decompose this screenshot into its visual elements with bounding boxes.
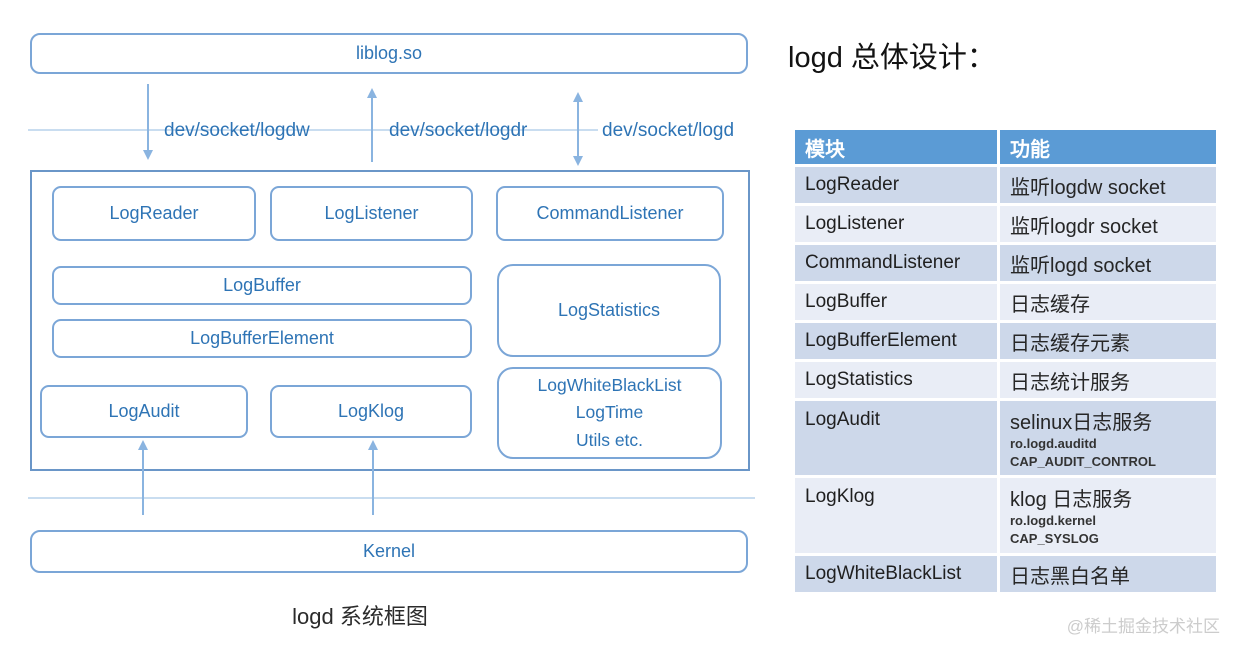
- box-logreader: LogReader: [52, 186, 256, 241]
- socket-label-logdw: dev/socket/logdw: [164, 120, 310, 141]
- arrow-logdr-head-up-icon: [367, 88, 377, 98]
- box-kernel-label: Kernel: [362, 541, 416, 561]
- table-header-row: 模块 功能: [795, 130, 1216, 164]
- arrow-logdr-line: [371, 97, 373, 162]
- diagram-caption: logd 系统框图: [292, 604, 428, 629]
- box-logreader-label: LogReader: [109, 203, 199, 223]
- box-logbuffer: LogBuffer: [52, 266, 472, 305]
- arrow-logdw-line: [147, 84, 149, 150]
- box-logaudit-label: LogAudit: [108, 401, 180, 421]
- box-liblog: liblog.so: [30, 33, 748, 74]
- box-logbuffer-label: LogBuffer: [223, 275, 301, 295]
- box-commandlistener: CommandListener: [496, 186, 724, 241]
- table-row: LogReader 监听logdw socket: [795, 167, 1216, 203]
- box-liblog-label: liblog.so: [355, 43, 423, 63]
- table-row: LogAudit selinux日志服务 ro.logd.auditd CAP_…: [795, 401, 1216, 475]
- box-commandlistener-label: CommandListener: [536, 203, 684, 223]
- box-logklog-label: LogKlog: [337, 401, 405, 421]
- rule-bottom: [28, 497, 755, 499]
- box-logbufferelement-label: LogBufferElement: [190, 328, 334, 348]
- box-logstatistics: LogStatistics: [497, 264, 721, 357]
- page-title: logd 总体设计：: [788, 42, 996, 74]
- table-row: LogListener 监听logdr socket: [795, 206, 1216, 242]
- arrow-kernel-audit-line: [142, 449, 144, 515]
- arrow-logdw-head-down-icon: [143, 150, 153, 160]
- logd-container-box: [30, 170, 750, 471]
- box-kernel: Kernel: [30, 530, 748, 573]
- arrow-logd-line: [577, 101, 579, 157]
- table-header-function: 功能: [1010, 138, 1050, 161]
- watermark: @稀土掘金技术社区: [1066, 617, 1220, 636]
- table-row: LogBufferElement 日志缓存元素: [795, 323, 1216, 359]
- arrow-logd-head-up-icon: [573, 92, 583, 102]
- socket-label-logdr: dev/socket/logdr: [389, 120, 528, 141]
- arrow-kernel-klog-head-icon: [368, 440, 378, 450]
- module-table: 模块 功能 LogReader 监听logdw socket LogListen…: [795, 130, 1216, 595]
- box-misc-line1: LogWhiteBlackList: [537, 375, 682, 396]
- box-misc-line2: LogTime: [575, 402, 644, 423]
- table-row: CommandListener 监听logd socket: [795, 245, 1216, 281]
- socket-label-logd: dev/socket/logd: [602, 120, 735, 141]
- table-row: LogWhiteBlackList 日志黑白名单: [795, 556, 1216, 592]
- table-header-module: 模块: [795, 130, 1000, 164]
- box-loglistener: LogListener: [270, 186, 473, 241]
- box-logbufferelement: LogBufferElement: [52, 319, 472, 358]
- rule-top: [28, 129, 598, 131]
- arrow-kernel-audit-head-icon: [138, 440, 148, 450]
- arrow-kernel-klog-line: [372, 449, 374, 515]
- arrow-logd-head-down-icon: [573, 156, 583, 166]
- box-logaudit: LogAudit: [40, 385, 248, 438]
- box-loglistener-label: LogListener: [324, 203, 419, 223]
- table-row: LogStatistics 日志统计服务: [795, 362, 1216, 398]
- box-misc-utils: LogWhiteBlackList LogTime Utils etc.: [497, 367, 722, 459]
- table-row: LogKlog klog 日志服务 ro.logd.kernel CAP_SYS…: [795, 478, 1216, 553]
- table-row: LogBuffer 日志缓存: [795, 284, 1216, 320]
- box-misc-line3: Utils etc.: [575, 429, 644, 450]
- box-logklog: LogKlog: [270, 385, 472, 438]
- box-logstatistics-label: LogStatistics: [557, 300, 661, 320]
